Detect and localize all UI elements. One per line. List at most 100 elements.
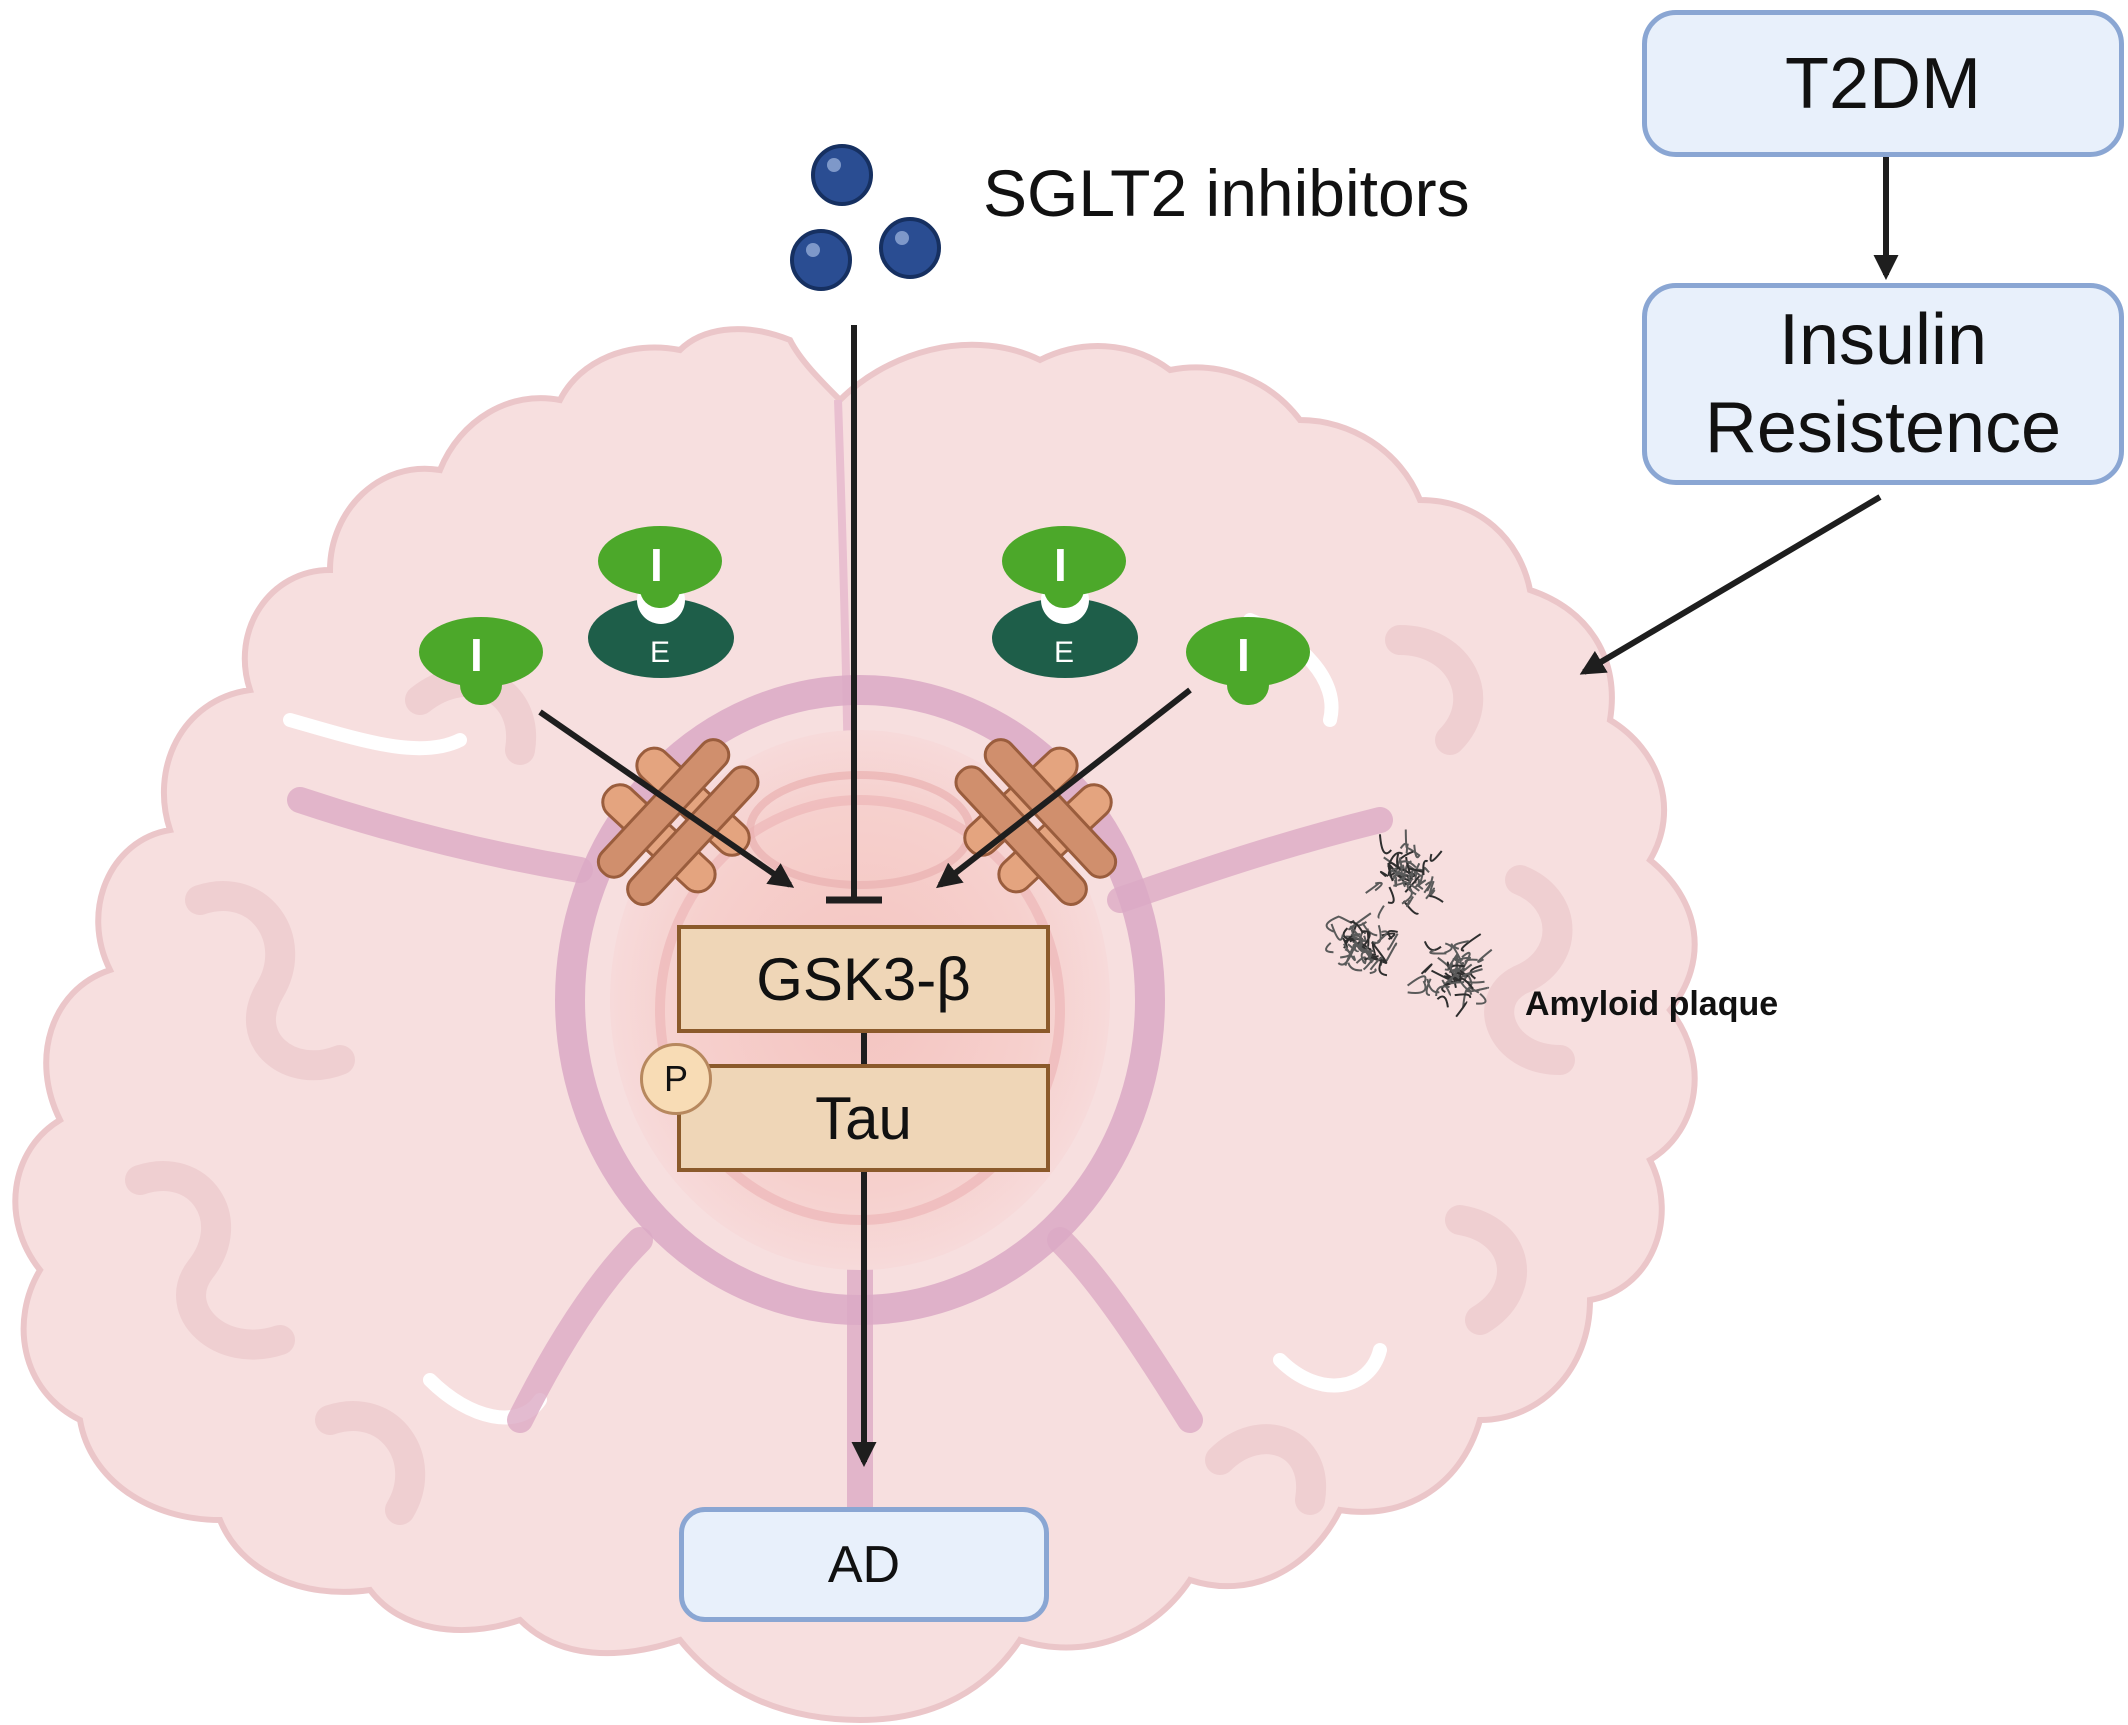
t2dm-label: T2DM: [1785, 43, 1981, 124]
plaque-fibril: [1330, 923, 1344, 941]
plaque-fibril: [1428, 880, 1436, 896]
plaque-fibril: [1413, 844, 1420, 859]
plaque-fibril: [1402, 864, 1406, 874]
sglt2-inhibitors-label: SGLT2 inhibitors: [983, 156, 1470, 230]
plaque-fibril: [1441, 979, 1452, 997]
plaque-fibril: [1459, 977, 1474, 990]
plaque-fibril: [1462, 987, 1473, 1008]
plaque-fibril: [1378, 834, 1392, 855]
plaque-fibril: [1450, 943, 1462, 964]
ad-label: AD: [827, 1535, 901, 1594]
enzyme-label: E: [650, 636, 671, 669]
plaque-fibril: [1406, 895, 1414, 908]
plaque-fibril: [1387, 933, 1399, 951]
plaque-fibril: [1461, 968, 1483, 978]
plaque-fibril: [1407, 872, 1413, 879]
plaque-fibril: [1396, 853, 1405, 871]
plaque-fibril: [1425, 978, 1432, 997]
plaque-fibril: [1392, 872, 1403, 878]
inhibitor-icon: [598, 526, 722, 608]
plaque-fibril: [1429, 894, 1444, 903]
plaque-fibril: [1344, 943, 1357, 966]
amyloid-plaque-clump: [1407, 933, 1493, 1018]
ad-box: AD: [679, 1507, 1049, 1622]
plaque-fibril: [1423, 866, 1430, 874]
plaque-fibril: [1429, 949, 1447, 955]
resistence-label: Resistence: [1704, 388, 2062, 468]
inhibitor-label: I: [650, 539, 663, 591]
plaque-fibril: [1341, 937, 1349, 949]
plaque-fibril: [1423, 881, 1432, 894]
plaque-fibril: [1387, 861, 1398, 882]
plaque-fibril: [1460, 933, 1482, 952]
plaque-fibril: [1475, 993, 1487, 1005]
insulin-label: Insulin: [1778, 300, 1988, 380]
plaque-fibril: [1385, 942, 1398, 962]
plaque-fibril: [1349, 925, 1367, 943]
plaque-fibril: [1355, 956, 1367, 965]
inhibitor-icon: [1002, 526, 1126, 608]
plaque-fibril: [1342, 927, 1355, 942]
plaque-fibril: [1325, 915, 1339, 933]
plaque-fibril: [1406, 877, 1417, 896]
plaque-fibril: [1342, 943, 1356, 962]
plaque-fibril: [1477, 948, 1493, 963]
plaque-fibril: [1402, 900, 1420, 915]
ion-channel-icon: [954, 738, 1118, 906]
plaque-fibril: [1405, 856, 1411, 874]
drug-molecule-icon: [790, 144, 941, 291]
inhibitor-label: I: [470, 629, 483, 681]
plaque-fibril: [1453, 961, 1465, 975]
plaque-fibril: [1361, 930, 1371, 946]
plaque-fibril: [1436, 995, 1449, 1008]
plaque-fibril: [1456, 970, 1469, 978]
insulin-resistance-box: Insulin Resistence: [1642, 283, 2124, 485]
arrow-left-inhibitor: [538, 709, 795, 888]
amyloid-plaque-label: Amyloid plaque: [1525, 985, 1779, 1023]
plaque-fibril: [1429, 850, 1443, 862]
plaque-fibril: [1444, 942, 1453, 954]
plaque-fibril: [1435, 985, 1450, 997]
plaque-fibril: [1378, 958, 1388, 977]
amyloid-plaque-icon: [1325, 829, 1493, 1018]
plaque-fibril: [1399, 850, 1414, 860]
gsk3b-label: GSK3-β: [756, 945, 971, 1013]
plaque-fibril: [1347, 962, 1363, 972]
plaque-fibril: [1415, 883, 1424, 890]
amyloid-plaque-clump: [1325, 905, 1399, 977]
plaque-fibril: [1387, 929, 1398, 940]
plaque-fibril: [1337, 915, 1353, 925]
plaque-fibril: [1420, 963, 1433, 975]
plaque-fibril: [1426, 978, 1440, 994]
plaque-fibril: [1423, 940, 1442, 951]
plaque-fibril: [1397, 874, 1408, 882]
plaque-fibril: [1377, 905, 1385, 919]
plaque-fibril: [1369, 968, 1377, 975]
inhibitor-label: I: [1237, 629, 1250, 681]
gsk3b-box: GSK3-β: [677, 925, 1050, 1033]
plaque-fibril: [1349, 920, 1364, 934]
plaque-fibril: [1456, 963, 1473, 978]
plaque-fibril: [1425, 887, 1435, 900]
arrow-insulin-to-brain: [1579, 494, 1882, 675]
plaque-fibril: [1443, 975, 1461, 982]
phosphate-icon: P: [640, 1043, 712, 1115]
plaque-fibril: [1371, 924, 1382, 944]
plaque-fibril: [1325, 942, 1334, 954]
enzyme-label: E: [1054, 636, 1075, 669]
plaque-fibril: [1468, 986, 1480, 994]
plaque-fibril: [1400, 860, 1417, 869]
plaque-fibril: [1454, 993, 1472, 999]
tau-label: Tau: [815, 1084, 912, 1152]
plaque-fibril: [1357, 939, 1374, 953]
plaque-fibril: [1347, 943, 1360, 953]
plaque-fibril: [1453, 940, 1470, 950]
plaque-fibril: [1401, 887, 1413, 905]
phosphate-label: P: [663, 1058, 688, 1099]
amyloid-plaque-clump: [1365, 829, 1444, 915]
plaque-fibril: [1363, 955, 1379, 961]
plaque-fibril: [1422, 859, 1429, 876]
plaque-fibril: [1455, 1000, 1468, 1018]
plaque-fibril: [1404, 829, 1409, 849]
